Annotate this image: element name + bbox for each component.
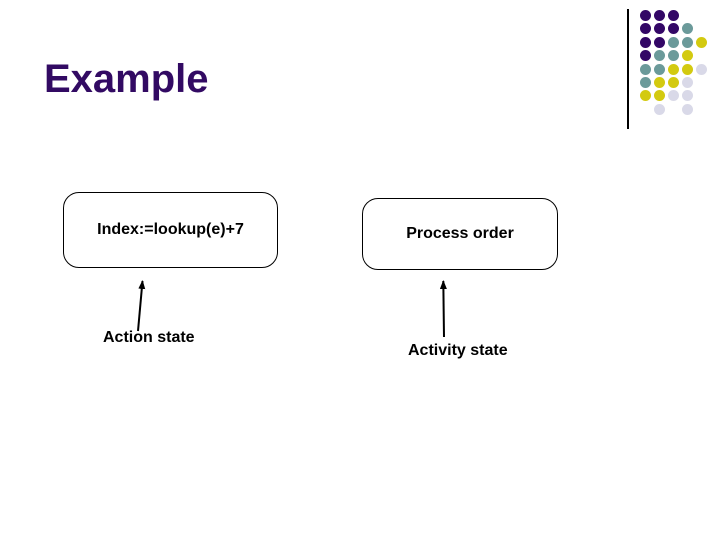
decorative-dot: [668, 63, 679, 75]
decorative-dot: [682, 23, 693, 35]
decorative-dot: [668, 10, 679, 21]
action-state-node-label: Index:=lookup(e)+7: [97, 221, 244, 238]
decorative-dot: [654, 36, 665, 48]
slide-title: Example: [44, 57, 209, 101]
decorative-dot: [696, 63, 707, 75]
decorative-dot: [682, 63, 693, 75]
decorative-dot: [682, 36, 693, 48]
action-state-caption: Action state: [103, 329, 195, 346]
decorative-vertical-line: [627, 9, 629, 129]
decorative-dot: [682, 50, 693, 62]
decorative-dot: [640, 23, 651, 35]
decorative-dot: [668, 77, 679, 88]
decorative-dot: [640, 77, 651, 88]
decorative-dot: [654, 77, 665, 88]
decorative-dot: [682, 90, 693, 102]
decorative-dot: [682, 103, 693, 115]
decorative-dot: [668, 23, 679, 35]
decorative-dot: [682, 77, 693, 88]
decorative-dot: [654, 90, 665, 102]
activity-state-caption: Activity state: [408, 342, 508, 359]
decorative-dot: [696, 36, 707, 48]
decorative-dot: [668, 36, 679, 48]
decorative-dot: [640, 90, 651, 102]
decorative-dot: [640, 50, 651, 62]
activity-state-node-label: Process order: [406, 225, 514, 242]
decorative-dot-pattern: [640, 10, 715, 128]
decorative-dot: [654, 103, 665, 115]
decorative-dot: [654, 10, 665, 21]
decorative-dot: [668, 50, 679, 62]
action-state-node: Index:=lookup(e)+7: [63, 192, 278, 268]
decorative-dot: [668, 90, 679, 102]
decorative-dot: [654, 50, 665, 62]
action-state-arrow: [137, 280, 146, 332]
decorative-dot: [640, 63, 651, 75]
decorative-dot: [640, 36, 651, 48]
activity-state-arrow: [439, 280, 447, 338]
decorative-dot: [640, 10, 651, 21]
decorative-dot: [654, 23, 665, 35]
decorative-dot: [654, 63, 665, 75]
activity-state-node: Process order: [362, 198, 558, 270]
